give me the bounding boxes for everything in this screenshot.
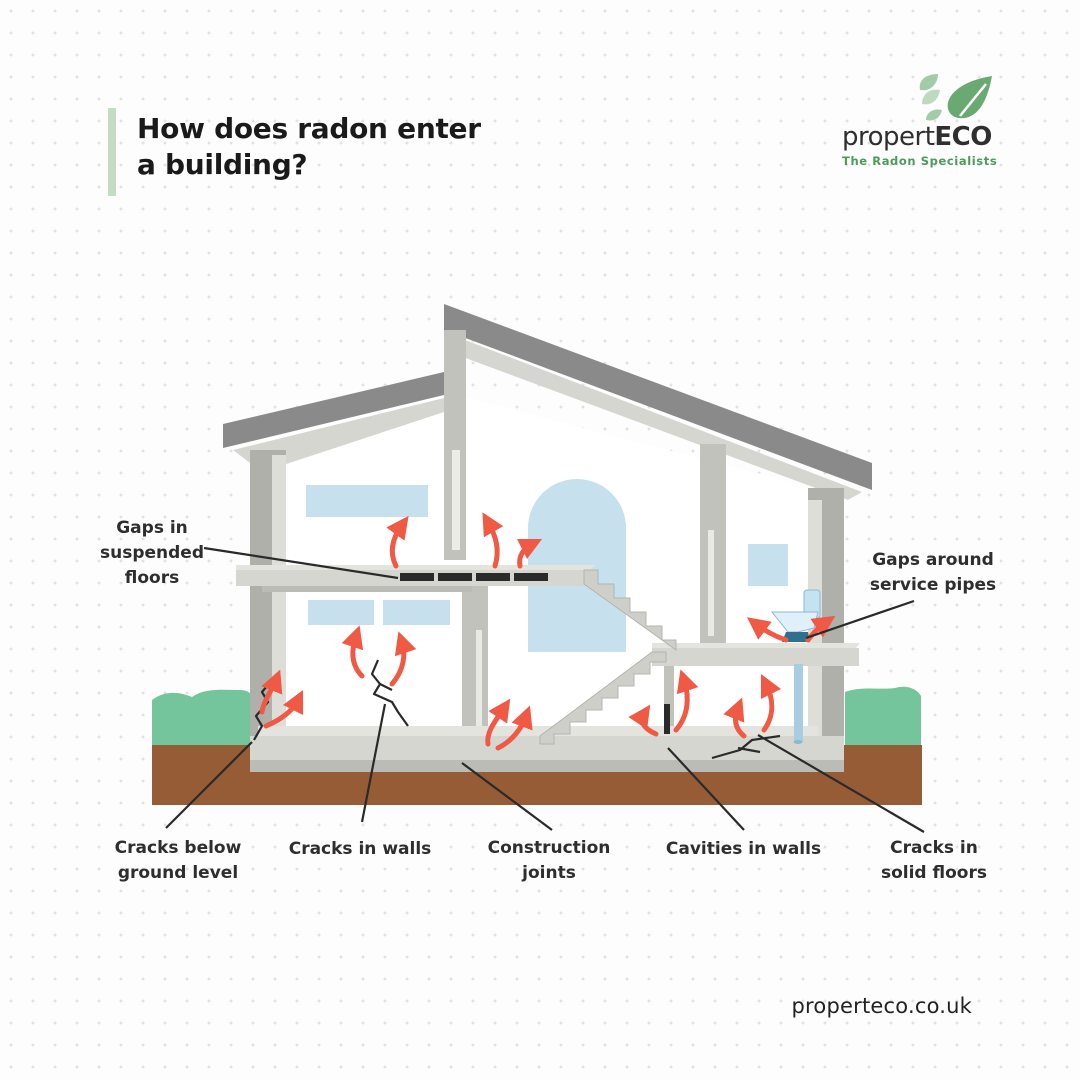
radon-arrows xyxy=(259,512,836,751)
staircase xyxy=(539,569,677,745)
floor-gaps xyxy=(400,573,548,581)
roof xyxy=(223,304,872,500)
logo: propertECO The Radon Specialists xyxy=(838,70,1008,175)
label-cracks-solid-floors: Cracks in solid floors xyxy=(880,838,987,883)
page-title: How does radon enter a building? xyxy=(137,112,481,181)
website-url: properteco.co.uk xyxy=(791,994,972,1018)
wall-cavity xyxy=(664,704,670,734)
label-cracks-in-walls: Cracks in walls xyxy=(288,839,432,859)
logo-tagline: The Radon Specialists xyxy=(842,154,998,168)
label-cracks-below-ground: Cracks below ground level xyxy=(114,838,242,883)
service-pipe xyxy=(793,664,803,744)
leader-lines xyxy=(165,546,925,833)
title-accent-bar xyxy=(108,108,116,196)
label-gaps-suspended-floors: Gaps in suspended floors xyxy=(99,518,204,588)
label-gaps-service-pipes: Gaps around service pipes xyxy=(869,550,997,595)
logo-wordmark: propertECO xyxy=(842,122,992,152)
grass-right xyxy=(845,686,921,745)
grass-left xyxy=(152,689,252,745)
leaves-icon xyxy=(919,74,992,121)
label-construction-joints: Construction joints xyxy=(487,838,611,883)
label-cavities-in-walls: Cavities in walls xyxy=(665,839,822,859)
toilet-icon xyxy=(770,589,821,642)
